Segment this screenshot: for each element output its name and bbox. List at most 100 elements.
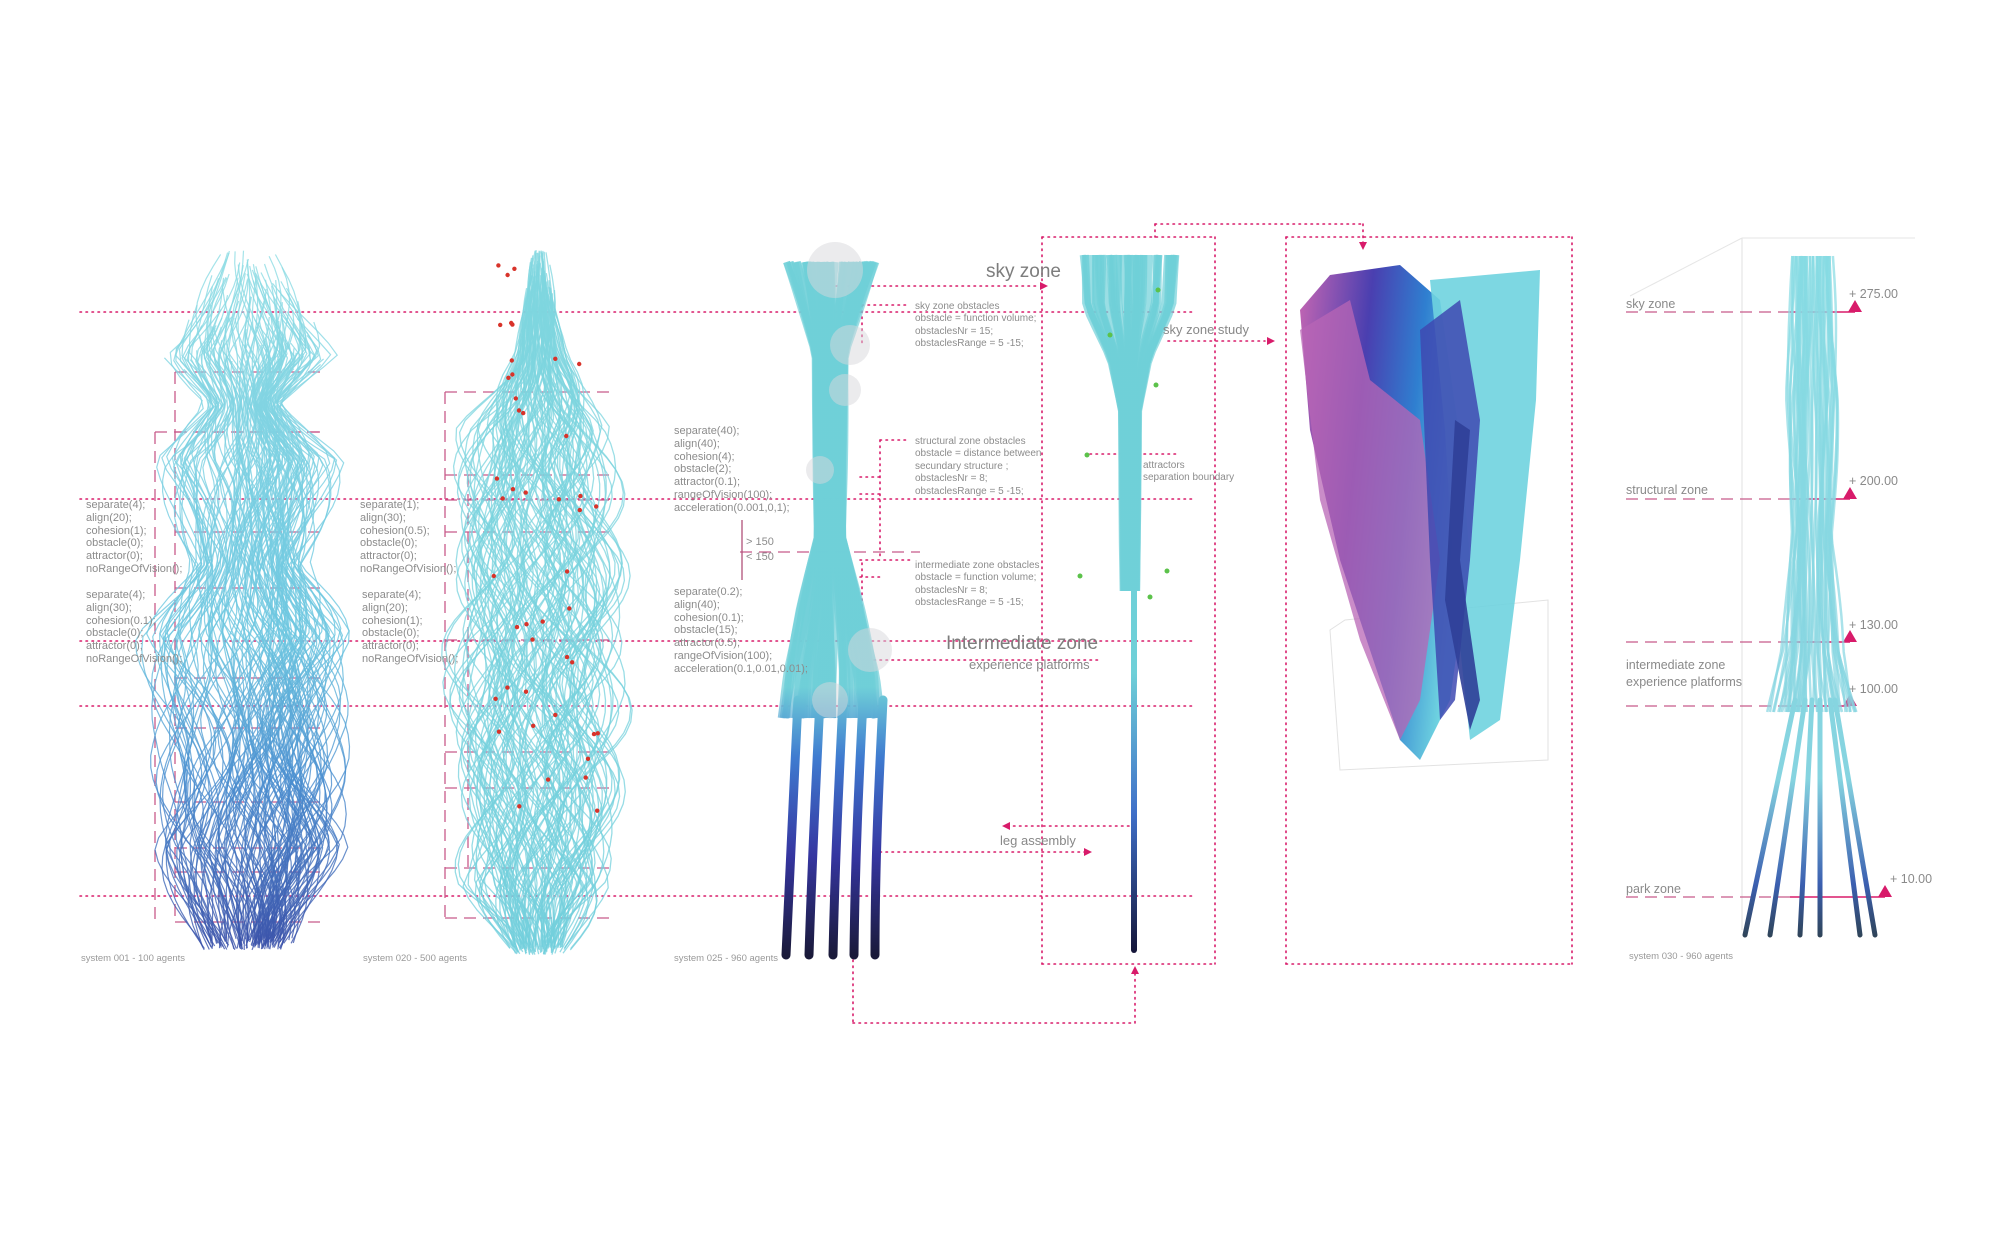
param-line: separate(4); xyxy=(86,589,146,601)
agent-strand xyxy=(495,307,563,944)
annotation-line: obstaclesRange = 5 -15; xyxy=(915,597,1024,609)
agent-strand xyxy=(441,296,535,945)
annotation-line: obstaclesNr = 8; xyxy=(915,584,988,596)
agent-strand xyxy=(177,288,239,949)
agent-strand xyxy=(462,293,538,954)
elevation-zone-park: park zone xyxy=(1626,882,1681,896)
agent-point xyxy=(500,496,505,501)
system-001-caption: system 001 - 100 agents xyxy=(81,953,186,964)
agent-point xyxy=(578,493,583,499)
agent-point xyxy=(567,606,572,611)
attractors-label: attractors xyxy=(1143,460,1185,471)
param-line: cohesion(0.1); xyxy=(674,611,744,624)
agent-strand xyxy=(186,327,253,940)
agent-strand xyxy=(228,318,299,943)
agent-point xyxy=(509,320,514,326)
agent-strand xyxy=(524,279,553,952)
agent-strand xyxy=(214,339,262,941)
annotation-line: obstaclesNr = 15; xyxy=(915,325,994,337)
arrow-head-icon xyxy=(1084,848,1092,856)
agent-point xyxy=(553,712,558,718)
system-025-lower-params: separate(0.2);align(40);cohesion(0.1);ob… xyxy=(674,586,808,676)
agent-point xyxy=(564,569,570,574)
agent-point xyxy=(512,266,517,271)
annotation-line: structural zone obstacles xyxy=(915,436,1026,447)
agent-point xyxy=(506,375,511,380)
agent-point xyxy=(516,408,522,413)
param-line: align(30); xyxy=(360,511,406,524)
attractor-dot xyxy=(1084,452,1090,458)
agent-strand xyxy=(540,300,584,949)
param-line: separate(0.2); xyxy=(674,586,743,598)
obstacle-volume xyxy=(829,374,861,406)
agent-point xyxy=(505,272,510,278)
agent-point xyxy=(564,433,569,439)
system-030-caption: system 030 - 960 agents xyxy=(1629,951,1734,962)
leg-strand xyxy=(1742,697,1798,938)
agent-strand xyxy=(444,276,535,949)
agent-point xyxy=(583,775,588,780)
agent-point xyxy=(545,777,551,782)
agent-strand xyxy=(497,288,573,950)
param-line: align(20); xyxy=(362,601,408,614)
param-line: obstacle(0); xyxy=(86,627,144,640)
leg-strand xyxy=(1767,697,1808,938)
attractor-dot xyxy=(1155,287,1161,293)
frame-line xyxy=(1629,237,1743,297)
agent-strand xyxy=(1094,254,1128,592)
leg-strand xyxy=(1827,697,1863,938)
arrow-head-icon xyxy=(1002,822,1010,830)
agent-strand xyxy=(202,355,243,945)
param-line: cohesion(0.1); xyxy=(86,614,156,627)
agent-point xyxy=(523,689,529,694)
level-marker-icon xyxy=(1843,630,1857,642)
agent-strand xyxy=(275,342,349,944)
agent-strand xyxy=(501,283,536,945)
arrow-head-icon xyxy=(1131,966,1139,974)
param-line: noRangeOfVision(); xyxy=(86,562,183,575)
param-line: align(40); xyxy=(674,598,720,611)
arrow-head-icon xyxy=(1359,242,1367,250)
param-line: separate(4); xyxy=(362,589,422,601)
agent-strand xyxy=(152,252,230,950)
leg-strand xyxy=(849,695,868,960)
attractor-dot xyxy=(1147,594,1153,600)
param-line: separate(40); xyxy=(674,425,740,437)
agent-strand xyxy=(231,322,261,947)
agent-strand xyxy=(543,283,585,944)
agent-point xyxy=(553,356,558,361)
agent-point xyxy=(570,660,575,665)
agent-strands xyxy=(135,242,1878,960)
system-025-caption: system 025 - 960 agents xyxy=(674,953,779,964)
agent-point xyxy=(496,729,502,734)
elevation-zone-experience: experience platforms xyxy=(1626,675,1743,689)
elevation-zone-structural: structural zone xyxy=(1626,483,1708,497)
agent-strand xyxy=(525,301,596,950)
attractor-dot xyxy=(1164,568,1170,574)
agent-strand xyxy=(1817,255,1836,713)
agent-point xyxy=(540,619,545,624)
agent-strand xyxy=(161,304,227,941)
param-line: obstacle(0); xyxy=(360,537,418,550)
annotation-line: obstaclesRange = 5 -15; xyxy=(915,338,1024,350)
agent-strand xyxy=(490,264,538,949)
agent-strand xyxy=(249,331,318,945)
attractor-dot xyxy=(1077,573,1083,579)
param-line: align(20); xyxy=(86,511,132,524)
agent-point xyxy=(496,263,501,268)
agent-strand xyxy=(1130,254,1160,591)
param-line: acceleration(0.001,0,1); xyxy=(674,501,790,514)
experience-platforms-label: experience platforms xyxy=(969,657,1090,672)
agent-strand xyxy=(471,252,539,949)
agent-strand xyxy=(460,281,531,954)
param-line: noRangeOfVision(); xyxy=(86,652,183,665)
leg-strand xyxy=(828,695,848,960)
agent-strand xyxy=(271,353,331,943)
agent-strand xyxy=(1822,255,1837,713)
param-line: separate(4); xyxy=(86,499,146,511)
agent-point xyxy=(577,361,582,367)
param-line: noRangeOfVision(); xyxy=(362,652,459,665)
param-line: cohesion(1); xyxy=(362,614,423,627)
agent-strand xyxy=(488,301,532,950)
